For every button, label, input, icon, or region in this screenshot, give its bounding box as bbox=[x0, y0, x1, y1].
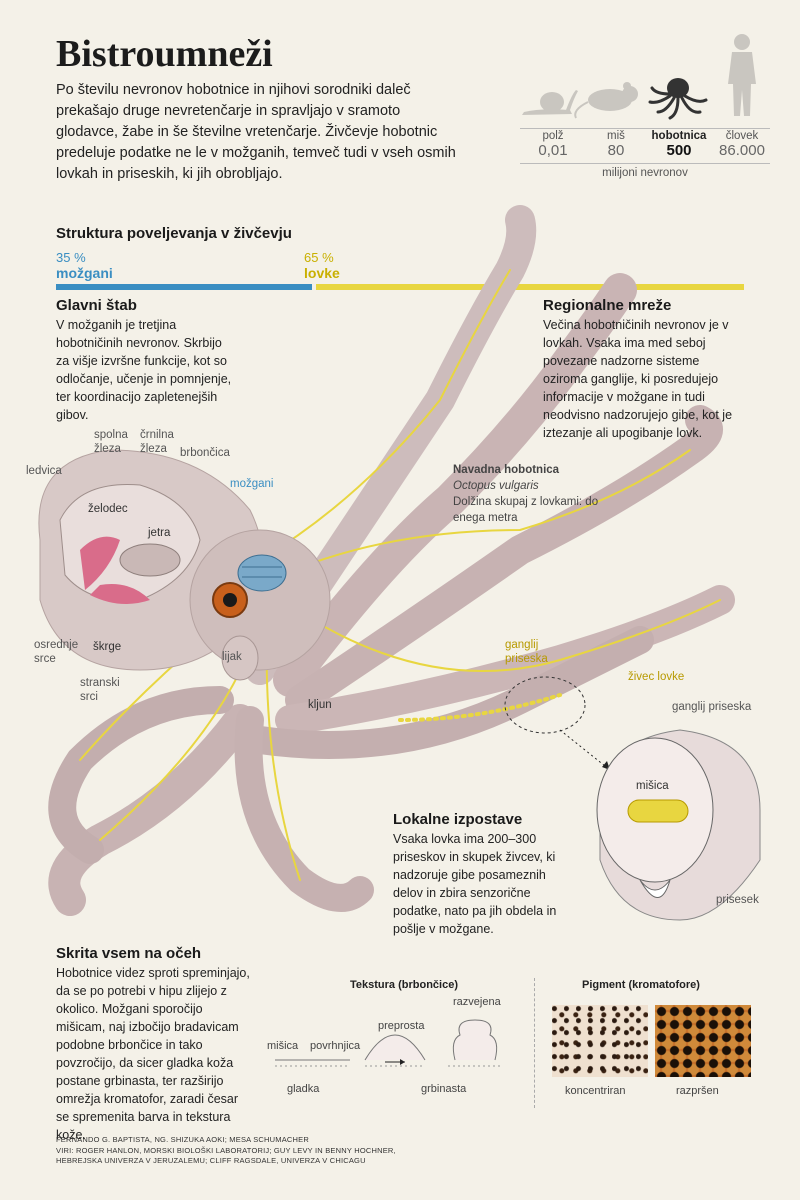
credits-line-3: HEBREJSKA UNIVERZA V JERUZALEMU; CLIFF R… bbox=[56, 1156, 366, 1165]
species-latin: Octopus vulgaris bbox=[453, 480, 539, 492]
label-muscle: mišica bbox=[636, 780, 669, 792]
intro-text: Po številu nevronov hobotnice in njihovi… bbox=[56, 82, 456, 182]
comparison-unit: milijoni nevronov bbox=[602, 167, 688, 179]
label-liver: jetra bbox=[148, 527, 171, 539]
species-name: Navadna hobotnica bbox=[453, 464, 560, 476]
comparison-neuron-count: 0,01 bbox=[538, 142, 568, 159]
credits: FERNANDO G. BAPTISTA, NG. SHIZUKA AOKI; … bbox=[56, 1135, 556, 1167]
label-stomach: želodec bbox=[88, 503, 128, 515]
texture-simple-label: preprosta bbox=[378, 1020, 425, 1032]
label-arm-nerve: živec lovke bbox=[628, 671, 685, 683]
texture-title: Tekstura (brbončice) bbox=[350, 979, 458, 991]
texture-epidermis-label: povrhnjica bbox=[310, 1040, 361, 1052]
label-sucker: prisesek bbox=[716, 894, 759, 906]
divider bbox=[534, 978, 536, 1108]
label-sucker-ganglion: ganglij priseska bbox=[505, 639, 548, 665]
human-icon bbox=[728, 34, 756, 116]
label-kidney: ledvica bbox=[26, 465, 62, 477]
snail-icon bbox=[522, 90, 578, 115]
mouse-icon bbox=[574, 82, 638, 119]
suction-cup-cross-section bbox=[596, 729, 761, 921]
regional-title: Regionalne mreže bbox=[543, 297, 672, 314]
pigment-dispersed-label: razpršen bbox=[676, 1085, 719, 1097]
regional-text: Večina hobotničinih nevronov je v lovkah… bbox=[543, 318, 733, 440]
texture-muscle-label: mišica bbox=[267, 1040, 299, 1052]
comparison-neuron-count: 500 bbox=[666, 142, 692, 159]
label-sucker-ganglion-detail: ganglij priseska bbox=[672, 701, 752, 713]
label-ink-gland: črnilna žleza bbox=[140, 429, 174, 455]
label-beak: kljun bbox=[308, 699, 332, 711]
local-text: Vsaka lovka ima 200–300 priseskov in sku… bbox=[393, 832, 557, 936]
comparison-animal-name: miš bbox=[607, 130, 625, 142]
brain-share-bar bbox=[56, 284, 312, 290]
label-gills: škrge bbox=[93, 641, 122, 653]
species-info: Navadna hobotnica Octopus vulgaris Dolži… bbox=[453, 462, 633, 526]
label-brain: možgani bbox=[230, 478, 274, 490]
hq-title: Glavni štab bbox=[56, 297, 137, 314]
pigment-title: Pigment (kromatofore) bbox=[582, 979, 700, 991]
species-size: Dolžina skupaj z lovkami: do enega metra bbox=[453, 496, 599, 524]
comparison-neuron-count: 86.000 bbox=[719, 142, 765, 159]
comparison-animal-name: polž bbox=[542, 130, 564, 142]
arms-pct: 65 % bbox=[304, 250, 334, 265]
label-gonad: spolna žleza bbox=[94, 429, 128, 455]
brain-label: možgani bbox=[56, 265, 113, 281]
comparison-neuron-count: 80 bbox=[607, 142, 625, 159]
label-funnel: lijak bbox=[222, 651, 242, 663]
pigment-concentrated-label: koncentriran bbox=[565, 1085, 626, 1097]
texture-branched-label: razvejena bbox=[453, 996, 501, 1008]
brain-shape bbox=[237, 554, 287, 592]
label-central-heart: osrednje srce bbox=[34, 639, 79, 665]
brain-pct: 35 % bbox=[56, 250, 86, 265]
octopus-illustration bbox=[38, 205, 761, 921]
hq-text: V možganih je tretjina hobotničinih nevr… bbox=[56, 318, 232, 422]
comparison-animal-name: hobotnica bbox=[651, 130, 707, 142]
structure-title: Struktura poveljevanja v živčevju bbox=[56, 225, 292, 242]
texture-bumpy-label: grbinasta bbox=[421, 1083, 467, 1095]
arms-share-bar bbox=[316, 284, 744, 290]
texture-smooth-label: gladka bbox=[287, 1083, 320, 1095]
label-branchial-hearts: stranski srci bbox=[80, 677, 120, 703]
arms-label: lovke bbox=[304, 265, 340, 281]
pigment-dispersed-swatch bbox=[655, 1005, 751, 1077]
hidden-title: Skrita vsem na očeh bbox=[56, 945, 202, 962]
credits-line-1: FERNANDO G. BAPTISTA, NG. SHIZUKA AOKI; … bbox=[56, 1135, 309, 1144]
page-title: Bistroumneži bbox=[56, 33, 273, 75]
pigment-concentrated-swatch bbox=[552, 1005, 648, 1077]
credits-line-2: VIRI: ROGER HANLON, MORSKI BIOLOŠKI LABO… bbox=[56, 1145, 396, 1155]
label-papilla: brbončica bbox=[180, 447, 230, 459]
texture-diagram bbox=[275, 1019, 502, 1067]
octopus-icon bbox=[648, 78, 708, 120]
hidden-text: Hobotnice videz sproti spreminjajo, da s… bbox=[56, 966, 250, 1142]
local-title: Lokalne izpostave bbox=[393, 811, 523, 828]
comparison-animal-name: človek bbox=[725, 130, 759, 142]
